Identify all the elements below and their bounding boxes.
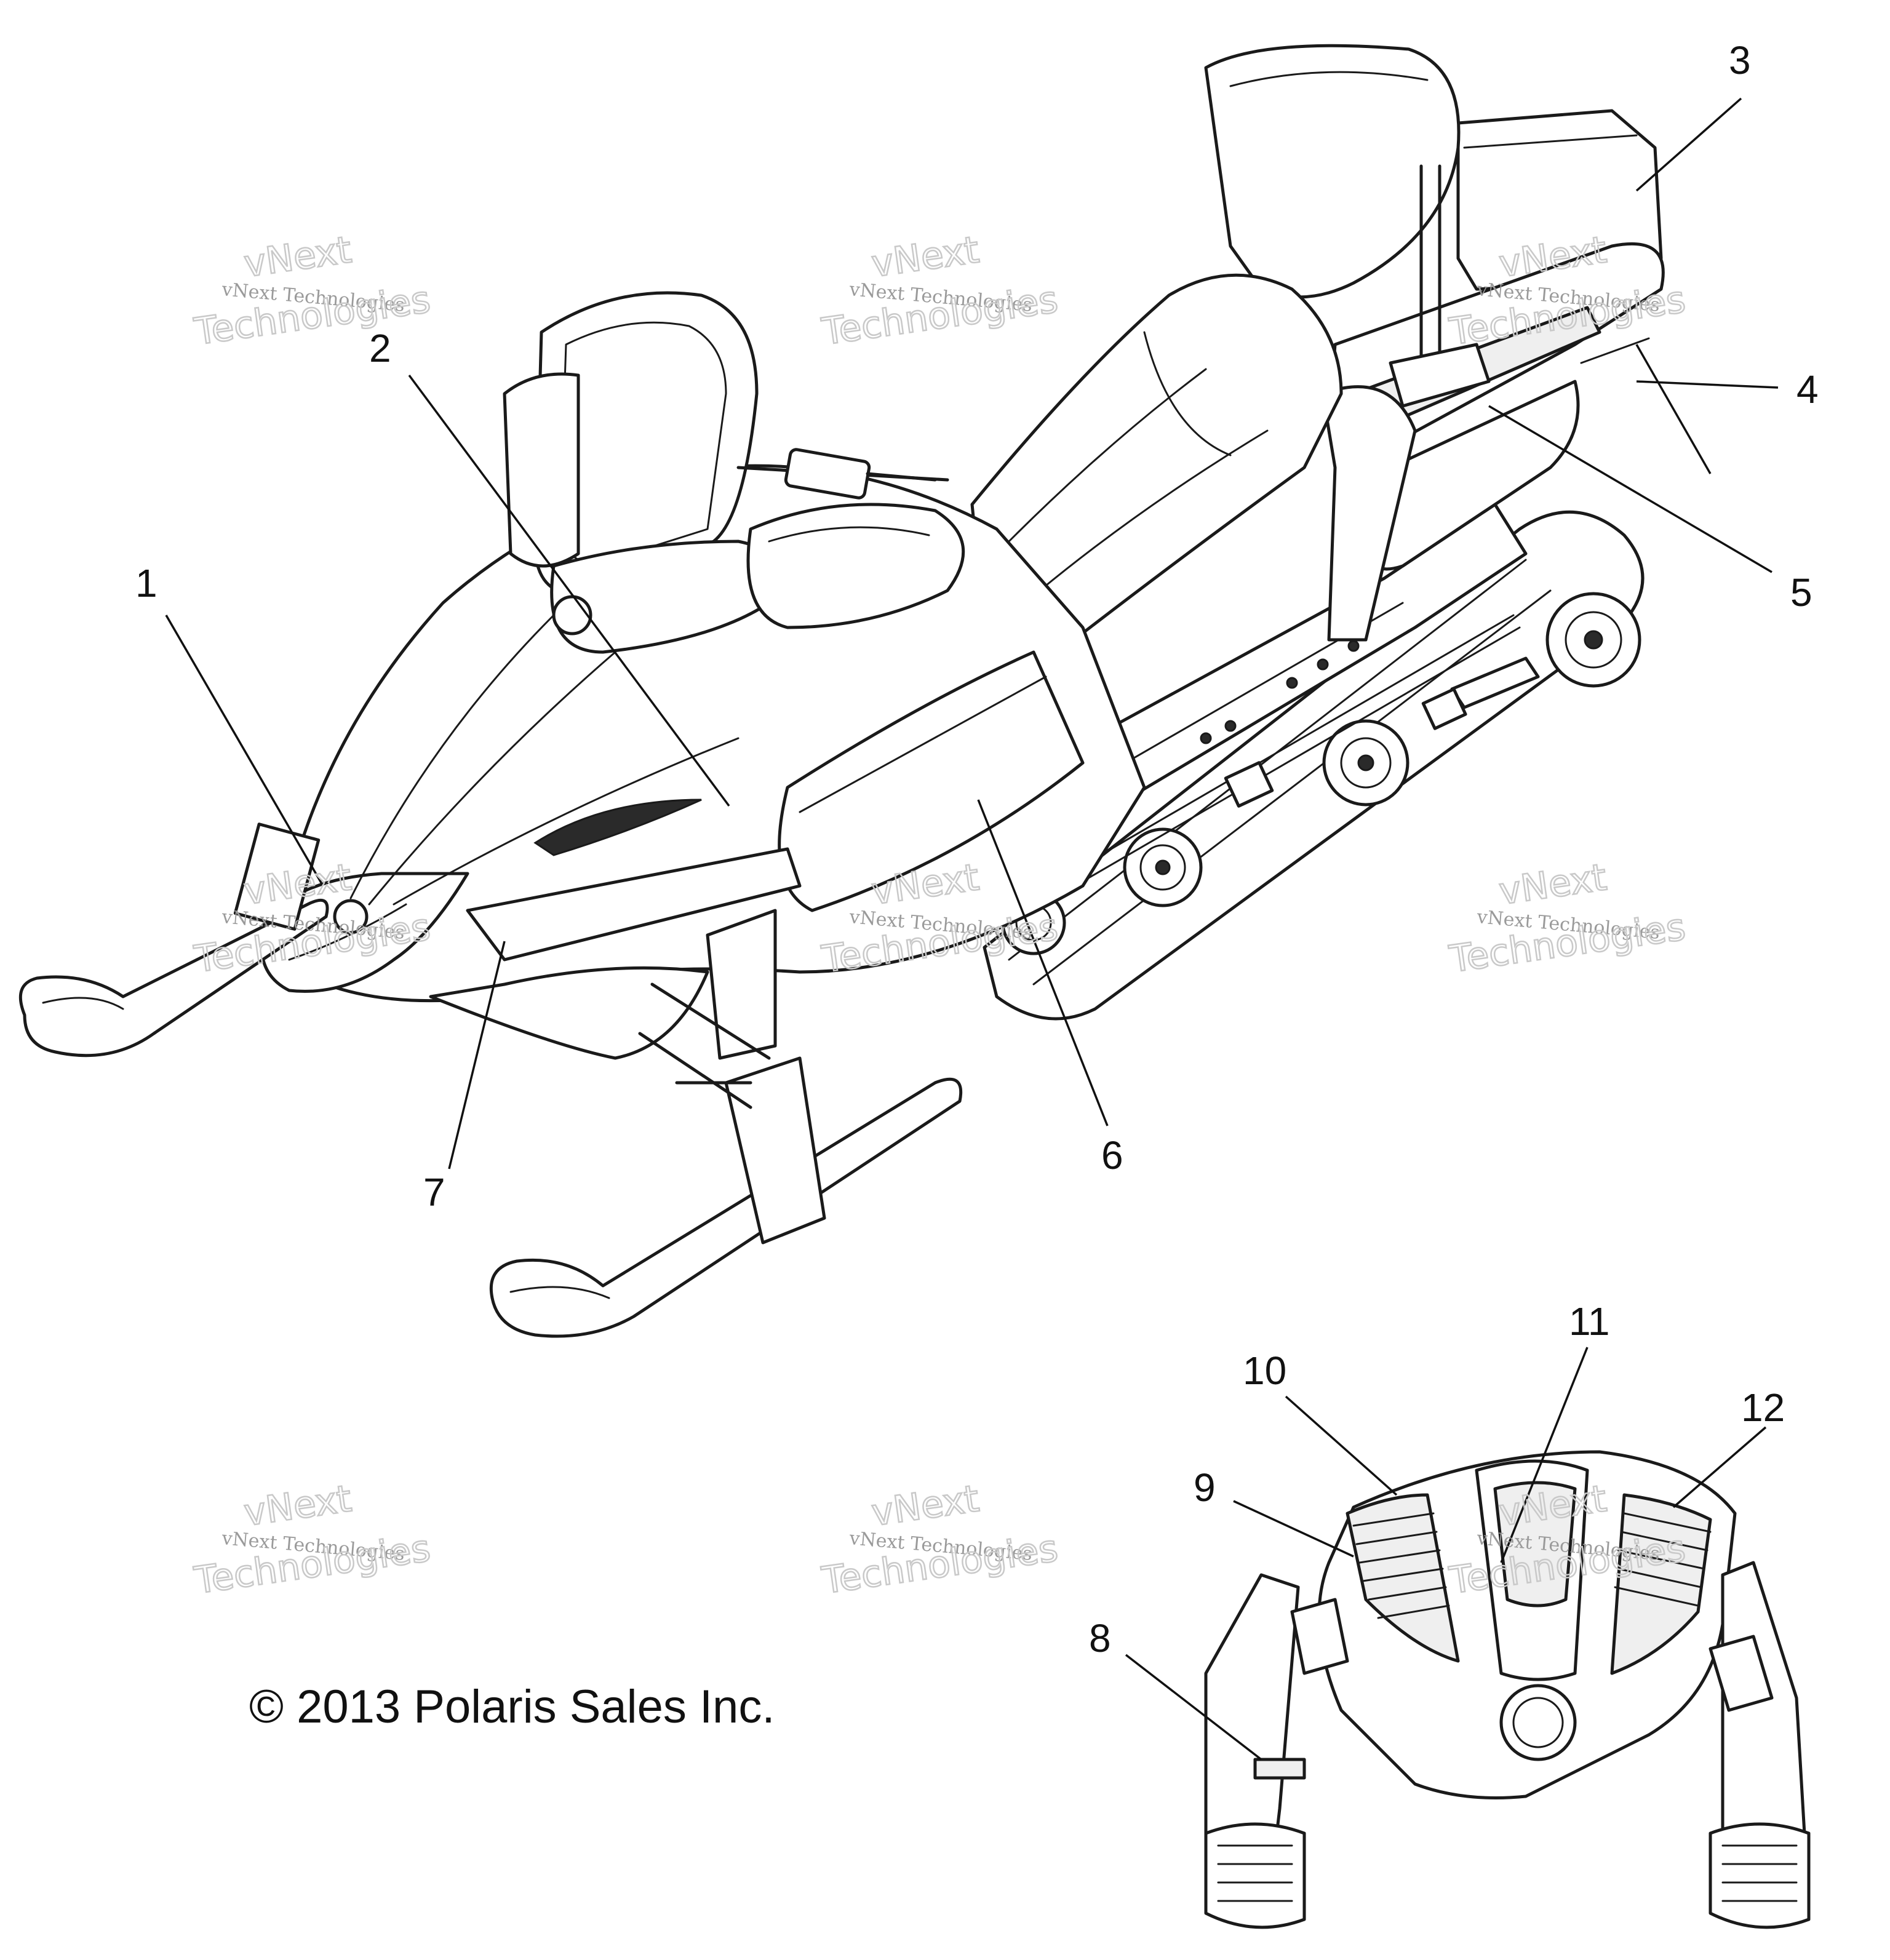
leader-10 bbox=[1285, 1395, 1398, 1496]
callout-9: 9 bbox=[1194, 1465, 1216, 1510]
windshield-console bbox=[503, 291, 965, 654]
callout-5: 5 bbox=[1790, 570, 1812, 615]
callout-3: 3 bbox=[1729, 38, 1751, 82]
watermark-2: vNext vNext Technologies Technologies bbox=[818, 228, 1061, 354]
leader-9 bbox=[1233, 1500, 1354, 1558]
watermark-9: vNext vNext Technologies Technologies bbox=[1446, 1476, 1689, 1603]
callout-labels: 1 2 3 4 5 6 7 8 9 10 11 12 bbox=[135, 38, 1819, 1660]
leader-8 bbox=[1125, 1654, 1262, 1761]
watermark-1: vNext vNext Technologies Technologies bbox=[191, 228, 434, 354]
hatch-panel-left bbox=[1346, 1493, 1460, 1663]
callout-1: 1 bbox=[135, 561, 158, 605]
callout-12: 12 bbox=[1741, 1385, 1785, 1430]
track-assembly bbox=[983, 510, 1645, 1021]
callout-2: 2 bbox=[369, 326, 391, 370]
watermark-vnext: vNext bbox=[869, 1477, 981, 1535]
watermark-8: vNext vNext Technologies Technologies bbox=[818, 1476, 1061, 1603]
watermark-vnext: vNext bbox=[1496, 856, 1609, 914]
leader-6 bbox=[977, 799, 1109, 1126]
leader-11 bbox=[1500, 1347, 1589, 1563]
callout-10: 10 bbox=[1243, 1348, 1286, 1393]
hatch-panel-right bbox=[1610, 1493, 1712, 1675]
callout-4: 4 bbox=[1796, 367, 1819, 412]
leader-5 bbox=[1488, 405, 1772, 573]
leader-7 bbox=[448, 941, 506, 1169]
leader-4 bbox=[1636, 380, 1779, 389]
leader-3 bbox=[1635, 97, 1742, 192]
copyright-notice: © 2013 Polaris Sales Inc. bbox=[249, 1681, 775, 1733]
leader-3b bbox=[1635, 344, 1712, 474]
watermark-7: vNext vNext Technologies Technologies bbox=[191, 1476, 434, 1603]
watermark-6: vNext vNext Technologies Technologies bbox=[1446, 855, 1689, 982]
callout-11: 11 bbox=[1569, 1299, 1609, 1344]
leader-1 bbox=[165, 615, 324, 886]
callout-8: 8 bbox=[1089, 1616, 1111, 1660]
watermark-vnext: vNext bbox=[241, 228, 354, 286]
skis-suspension bbox=[18, 823, 963, 1338]
watermark-vnext: vNext bbox=[241, 1477, 354, 1535]
callout-6: 6 bbox=[1101, 1133, 1123, 1177]
callout-7: 7 bbox=[423, 1170, 445, 1214]
seat bbox=[970, 273, 1343, 654]
front-view-inset bbox=[1204, 1450, 1811, 1929]
leader-12 bbox=[1672, 1426, 1767, 1508]
leader-2 bbox=[408, 374, 730, 807]
leader-lines bbox=[165, 97, 1779, 1761]
watermark-vnext: vNext bbox=[869, 228, 981, 286]
snowmobile-side-view bbox=[18, 44, 1665, 1338]
rear-rack-cargo bbox=[1204, 44, 1665, 642]
